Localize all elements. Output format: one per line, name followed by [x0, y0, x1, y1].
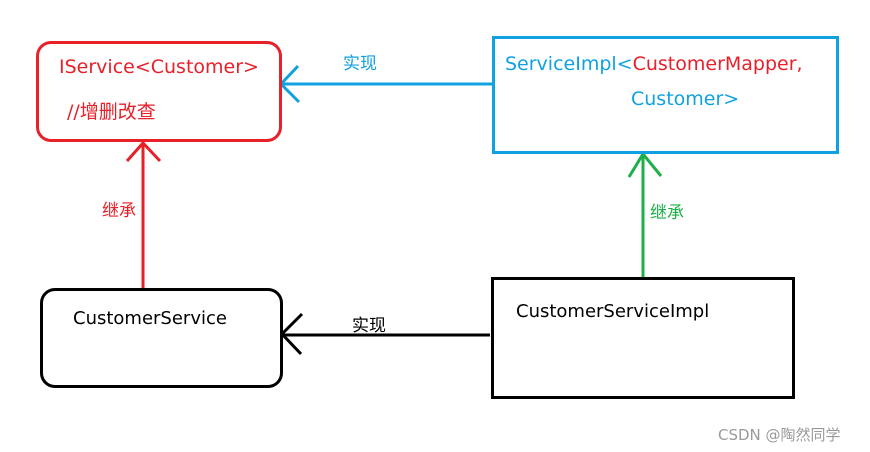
watermark: CSDN @陶然同学 — [718, 426, 841, 444]
edge-label-impl-top: 实现 — [343, 54, 377, 74]
service-impl-title: ServiceImpl<CustomerMapper, — [505, 53, 803, 75]
edge-impl-top — [278, 64, 493, 104]
customer-service-impl-title: CustomerServiceImpl — [516, 301, 710, 322]
arrowhead-icon — [125, 140, 162, 163]
node-iservice: IService<Customer> //增删改查 — [36, 41, 282, 142]
edge-label-impl-bottom: 实现 — [352, 316, 386, 336]
node-customer-service: CustomerService — [40, 288, 283, 388]
service-impl-mapper: CustomerMapper, — [632, 53, 803, 75]
service-impl-entity: Customer> — [631, 88, 740, 110]
arrowhead-icon — [627, 151, 663, 178]
node-customer-service-impl: CustomerServiceImpl — [491, 277, 795, 399]
customer-service-title: CustomerService — [73, 308, 227, 329]
node-service-impl: ServiceImpl<CustomerMapper, Customer> — [492, 36, 839, 154]
edge-inherit-right — [627, 151, 663, 278]
service-impl-prefix: ServiceImpl< — [505, 53, 633, 75]
edge-impl-bottom — [279, 312, 490, 356]
iservice-title: IService<Customer> — [59, 56, 259, 78]
edge-label-inherit-left: 继承 — [102, 201, 136, 221]
iservice-comment: //增删改查 — [67, 101, 156, 123]
edge-inherit-left — [125, 140, 162, 288]
edge-label-inherit-right: 继承 — [650, 203, 684, 223]
